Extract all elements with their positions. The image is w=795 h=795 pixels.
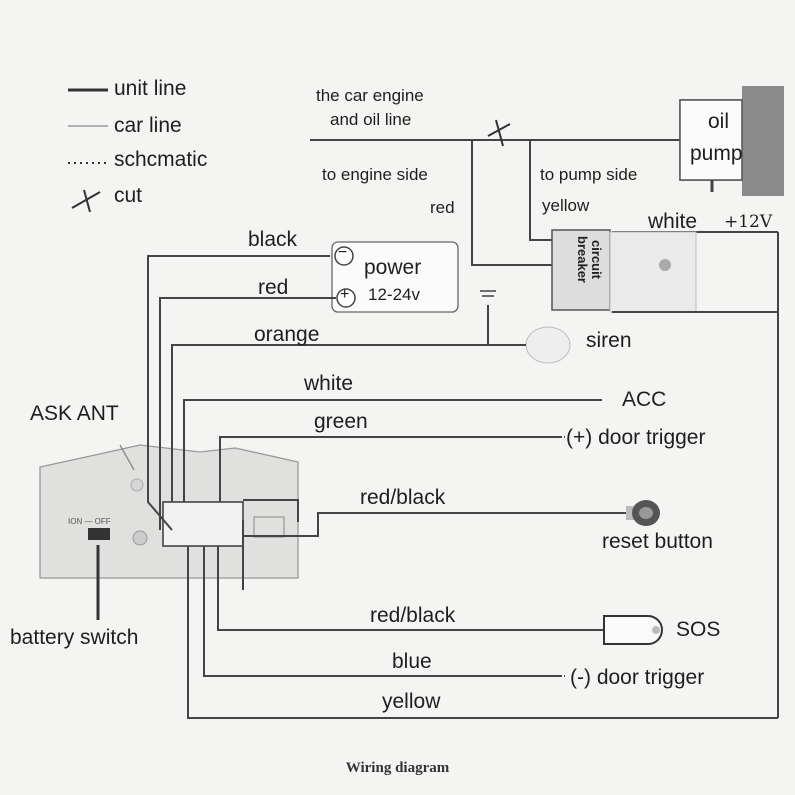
sos-label: SOS [676,618,721,641]
red-black-wire-label-2: red/black [370,604,456,627]
oil-pump-label-2: pump [690,142,743,165]
legend-car-line-label: car line [114,114,182,137]
green-wire-label: green [314,410,368,433]
ask-ant-label: ASK ANT [30,402,119,425]
wire-red-black-2 [217,546,604,631]
neg-door-trigger-label: (-) door trigger [570,666,705,689]
legend-cut-label: cut [114,184,143,207]
reset-button-icon [626,500,660,526]
engine-title-2: and oil line [330,110,412,129]
legend-unit-line-label: unit line [114,77,187,100]
engine-side-wire [471,140,556,266]
engine-red-label: red [430,198,455,217]
siren-ground-wire [487,305,528,346]
on-off-label: ION — OFF [68,517,111,526]
pump-side-wire [529,140,556,241]
engine-title-1: the car engine [316,86,424,105]
red-wire-label: red [258,276,289,299]
plus-terminal-icon [336,288,356,308]
legend-cut-icon [71,189,101,213]
plus-12v-label: +12V [724,212,773,232]
circuit-label: circuit [589,240,604,280]
breaker-label: breaker [575,236,590,283]
white-wire-label: white [304,372,354,395]
red-black-wire-label-1: red/black [360,486,446,509]
engine-side-label: to engine side [322,165,428,184]
power-voltage: 12-24v [368,285,420,304]
cut-mark-icon [487,119,511,147]
legend-schematic-label: schcmatic [114,148,208,171]
oil-pump-side [742,86,784,196]
yellow-wire-label: yellow [382,690,441,713]
relay-body [609,231,697,313]
diagram-caption: Wiring diagram [345,760,450,776]
acc-label: ACC [622,388,667,411]
siren-label: siren [586,329,632,352]
wire-green [219,436,560,502]
connector-block [162,501,244,547]
circuit-breaker [551,229,611,311]
white-12v-wire-label: white [648,210,698,233]
power-box [331,241,459,313]
wire-red [159,297,336,530]
blue-wire-label: blue [392,650,432,673]
black-wire-label: black [248,228,298,251]
pump-side-label: to pump side [540,165,638,184]
oil-pump-label-1: oil [708,110,730,133]
wire-blue [203,546,560,677]
pos-door-trigger-label: (+) door trigger [566,426,706,449]
minus-terminal-icon [334,246,354,266]
wire-red-black-1 [243,512,628,537]
battery-switch-slot [88,528,110,540]
battery-switch-label: battery switch [10,626,139,649]
orange-wire-label: orange [254,323,320,346]
pump-yellow-label: yellow [542,196,590,215]
siren-icon [525,326,571,364]
minus-sign: − [338,244,348,261]
plus-sign: + [340,286,350,303]
reset-button-label: reset button [602,530,713,553]
power-label: power [364,256,422,279]
wire-orange [171,344,526,502]
sos-button-icon [603,615,663,645]
wire-yellow [187,546,778,719]
